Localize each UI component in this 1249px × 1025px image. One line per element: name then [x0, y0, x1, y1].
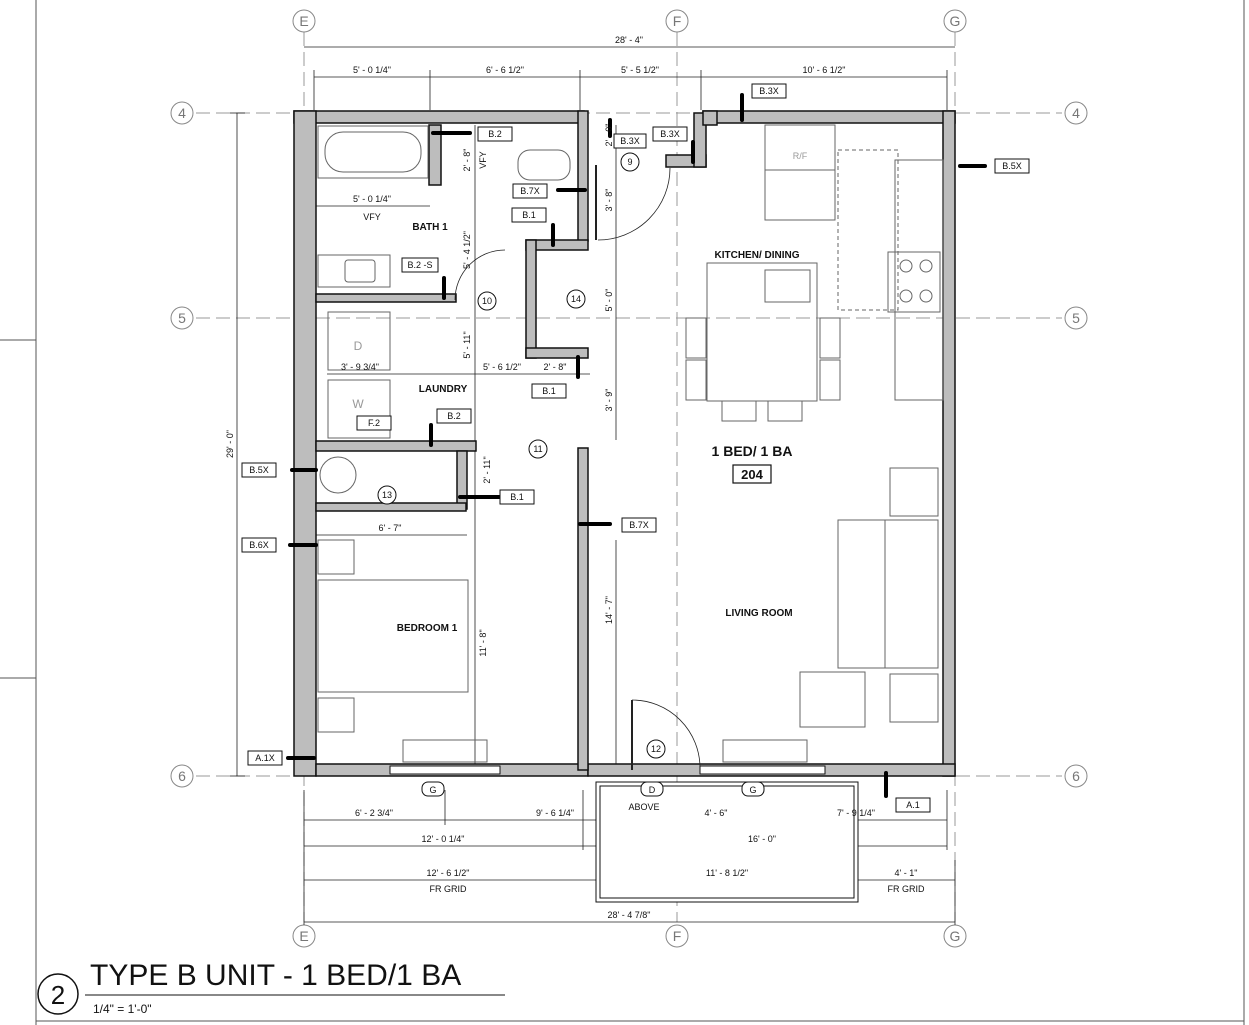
tag-b1-closet: B.1 — [510, 492, 524, 502]
fixture-label-rf: R/F — [793, 151, 808, 161]
dim-bottom-1: 6' - 2 3/4" — [355, 808, 393, 818]
tag-b3x-top: B.3X — [759, 86, 779, 96]
tag-b2s: B.2 -S — [407, 260, 432, 270]
dim-living-height: 14' - 7" — [604, 596, 614, 624]
unit-label: 1 BED/ 1 BA — [712, 443, 793, 459]
walls — [293, 110, 956, 777]
tag-marks — [286, 93, 987, 798]
dim-v-3-8: 3' - 8" — [604, 189, 614, 212]
room-label-kitchen: KITCHEN/ DINING — [715, 250, 800, 261]
grid-label-4-right: 4 — [1072, 105, 1080, 121]
tag-b3x-a: B.3X — [660, 129, 680, 139]
dim-top-1: 5' - 0 1/4" — [353, 65, 391, 75]
room-label-living: LIVING ROOM — [725, 608, 792, 619]
window-markers — [421, 781, 765, 797]
window-tag-g2: G — [749, 785, 756, 795]
grid-label-f-bottom: F — [673, 928, 682, 944]
tag-a1x: A.1X — [255, 753, 275, 763]
dim-bath-2-8: 2' - 8" — [462, 149, 472, 172]
door-number-12: 12 — [651, 744, 661, 754]
room-label-laundry: LAUNDRY — [419, 384, 468, 395]
dim-bottom-4: 7' - 9 1/4" — [837, 808, 875, 818]
dim-bottom-8: 11' - 8 1/2" — [706, 868, 748, 878]
door-number-9: 9 — [627, 157, 632, 167]
tag-b5x-right: B.5X — [1002, 161, 1022, 171]
grid-label-6-right: 6 — [1072, 768, 1080, 784]
dim-top-3: 5' - 5 1/2" — [621, 65, 659, 75]
dim-bottom-5: 12' - 0 1/4" — [422, 834, 465, 844]
tag-b3x-b: B.3X — [620, 136, 640, 146]
grid-label-g-top: G — [950, 13, 961, 29]
dim-fr-grid-1: FR GRID — [430, 884, 467, 894]
room-label-bath: BATH 1 — [412, 222, 448, 233]
fixture-label-washer: W — [352, 397, 364, 411]
dim-left-overall: 29' - 0" — [225, 430, 235, 458]
dim-hall-width: 5' - 6 1/2" — [483, 362, 521, 372]
grid-label-f-top: F — [673, 13, 682, 29]
tag-b1-mid: B.1 — [542, 386, 556, 396]
dim-fr-grid-2: FR GRID — [888, 884, 925, 894]
dim-v-3-9: 3' - 9" — [604, 389, 614, 412]
window-tag-d-above: ABOVE — [628, 802, 659, 812]
view-number: 2 — [51, 980, 65, 1010]
dim-top-4: 10' - 6 1/2" — [803, 65, 846, 75]
door-circles — [377, 152, 666, 759]
tag-b1-bath: B.1 — [522, 210, 536, 220]
dim-bath-5-4: 5' - 4 1/2" — [462, 231, 472, 269]
fixture-label-vfy: VFY — [363, 212, 381, 222]
dim-v-2-0: 2' - 0" — [604, 124, 614, 147]
grid-label-e-bottom: E — [299, 928, 308, 944]
fixture-label-dryer: D — [354, 339, 363, 353]
tag-a1: A.1 — [906, 800, 920, 810]
tag-b5x-left: B.5X — [249, 465, 269, 475]
view-number-circle — [37, 973, 79, 1015]
fixtures — [317, 124, 944, 763]
view-scale: 1/4" = 1'-0" — [93, 1002, 152, 1016]
tag-boxes — [241, 83, 1030, 813]
dim-overall-top: 28' - 4" — [615, 35, 643, 45]
tag-b2-laundry: B.2 — [447, 411, 461, 421]
dim-bottom-3: 4' - 6" — [705, 808, 728, 818]
door-number-14: 14 — [571, 294, 581, 304]
tag-b2-bath: B.2 — [488, 129, 502, 139]
fixture-label-vfy-vertical: VFY — [478, 151, 488, 169]
grid-label-6-left: 6 — [178, 768, 186, 784]
tag-b7x-living: B.7X — [629, 520, 649, 530]
unit-number-box — [732, 464, 772, 484]
dim-closet-width: 6' - 7" — [379, 523, 402, 533]
dim-overall-bottom: 28' - 4 7/8" — [608, 910, 651, 920]
grid-label-4-left: 4 — [178, 105, 186, 121]
dim-v-5-11: 5' - 11" — [462, 331, 472, 358]
window-tag-d: D — [649, 785, 656, 795]
room-label-bedroom: BEDROOM 1 — [397, 623, 458, 634]
dim-top-2: 6' - 6 1/2" — [486, 65, 524, 75]
tag-f2: F.2 — [368, 418, 380, 428]
grid-label-g-bottom: G — [950, 928, 961, 944]
dim-bottom-9: 4' - 1" — [895, 868, 918, 878]
dim-v-2-11: 2' - 11" — [482, 456, 492, 483]
tag-b6x: B.6X — [249, 540, 269, 550]
grid-label-5-left: 5 — [178, 310, 186, 326]
dim-laundry-width: 3' - 9 3/4" — [341, 362, 379, 372]
door-swings — [454, 165, 701, 770]
dim-bedroom-height: 11' - 8" — [478, 629, 488, 656]
window-tag-g1: G — [429, 785, 436, 795]
dim-bottom-2: 9' - 6 1/4" — [536, 808, 574, 818]
door-number-11: 11 — [533, 444, 542, 454]
dim-v-5-0: 5' - 0" — [604, 289, 614, 312]
grid-bubbles — [170, 9, 1088, 948]
dim-chase-width: 2' - 8" — [544, 362, 567, 372]
door-number-13: 13 — [382, 490, 392, 500]
dim-bottom-7: 12' - 6 1/2" — [427, 868, 470, 878]
dim-bath-vfy: 5' - 0 1/4" — [353, 194, 391, 204]
door-number-10: 10 — [482, 296, 492, 306]
grid-label-5-right: 5 — [1072, 310, 1080, 326]
dim-bottom-6: 16' - 0" — [748, 834, 776, 844]
grid-label-e-top: E — [299, 13, 308, 29]
unit-number: 204 — [741, 467, 763, 482]
windows — [389, 765, 859, 903]
view-title: TYPE B UNIT - 1 BED/1 BA — [90, 959, 461, 992]
tag-b7x-bath: B.7X — [520, 186, 540, 196]
